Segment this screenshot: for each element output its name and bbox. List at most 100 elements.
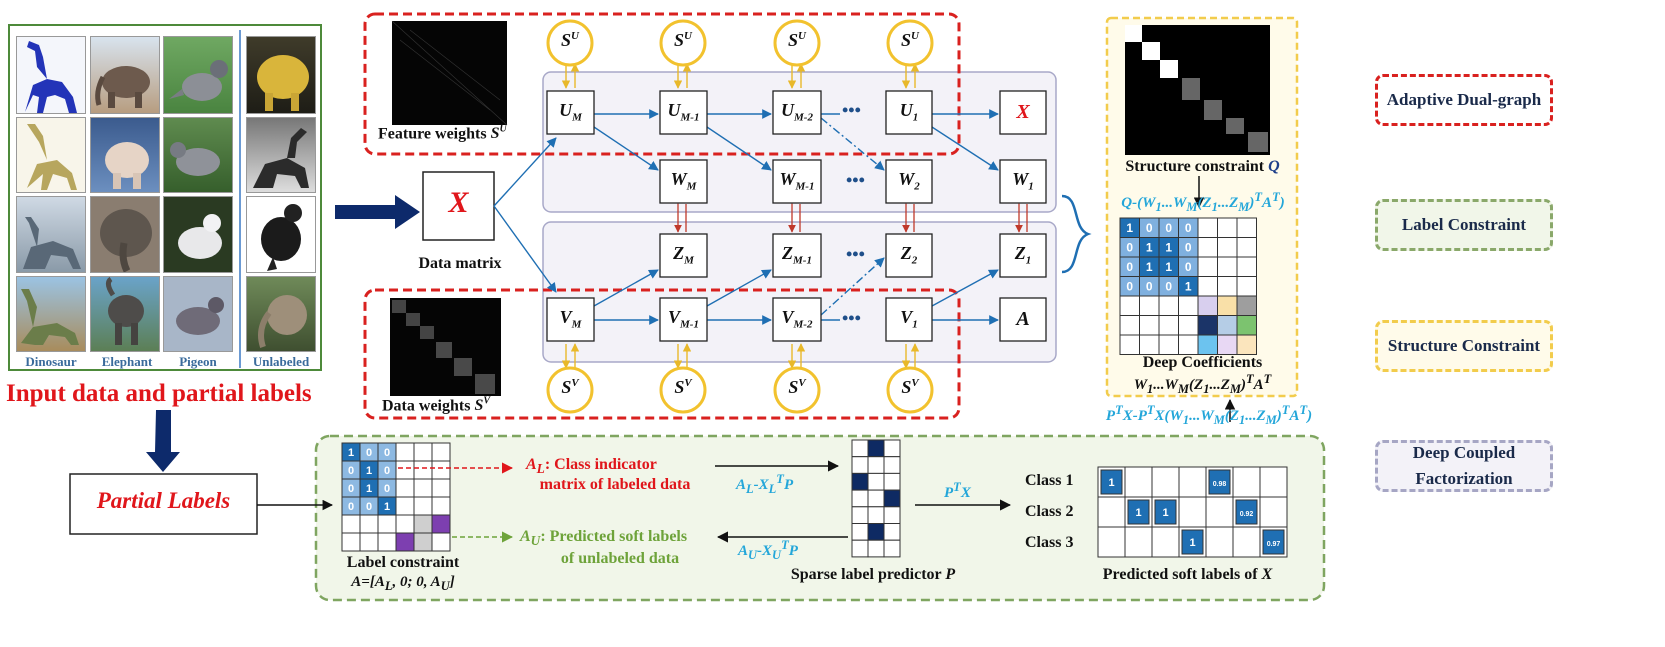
- elephant-photo-2: [90, 117, 160, 193]
- eq-al: AL-XLTP: [736, 472, 794, 496]
- coef-cell: [1217, 237, 1238, 258]
- label-value: 0: [384, 483, 390, 495]
- coef-value: 0: [1126, 241, 1133, 255]
- soft-value: 0.98: [1213, 481, 1227, 488]
- pigeon-photo-3: [163, 196, 233, 273]
- class-2-label: Class 2: [1025, 503, 1074, 520]
- label-cell: [395, 532, 415, 552]
- coef-cell: [1217, 315, 1238, 336]
- partial-labels-box: [69, 473, 258, 535]
- coef-cell: [1139, 334, 1160, 355]
- elephant-photo-4: [90, 276, 160, 352]
- su-node-4: SU: [901, 30, 919, 50]
- label-constraint-formula: A=[AL, 0; 0, AU]: [351, 574, 455, 593]
- predictor-cell: [851, 456, 869, 474]
- caption-unlabeled: Unlabeled: [252, 354, 310, 369]
- pigeon-photo-2: [163, 117, 233, 193]
- coef-cell: [1178, 315, 1199, 336]
- label-cell: [377, 514, 397, 534]
- label-cell: [377, 532, 397, 552]
- dinosaur-photo-4: [16, 276, 86, 352]
- label-value: 0: [348, 483, 354, 495]
- caption-elephant: Elephant: [101, 354, 153, 369]
- label-value: 0: [348, 501, 354, 513]
- predictor-cell: [851, 539, 869, 558]
- coef-value: 0: [1185, 221, 1192, 235]
- soft-cell: [1259, 496, 1288, 528]
- unlabeled-photo-1: [246, 36, 316, 114]
- caption-dinosaur: Dinosaur: [25, 354, 77, 369]
- predictor-cell: [851, 523, 869, 541]
- coef-cell: [1236, 334, 1257, 355]
- dinosaur-photo-3: [16, 196, 86, 273]
- coef-value: 0: [1165, 221, 1172, 235]
- predictor-cell: [883, 439, 901, 458]
- coef-cell: [1158, 295, 1179, 316]
- coef-cell: [1158, 315, 1179, 336]
- soft-value: 1: [1108, 477, 1114, 489]
- dinosaur-photo-2: [16, 117, 86, 193]
- coef-value: 0: [1185, 241, 1192, 255]
- coef-value: 0: [1165, 280, 1172, 294]
- label-cell: [341, 532, 361, 552]
- feature-weights-label: Feature weights SU: [378, 124, 507, 143]
- coef-cell: [1217, 256, 1238, 277]
- u-node-1: U1: [899, 100, 919, 124]
- deep-coefficients-formula: W1...WM(Z1...ZM)TAT: [1133, 372, 1272, 396]
- label-cell: [431, 478, 451, 498]
- eq-au: AU-XUTP: [738, 538, 798, 562]
- label-cell: [359, 514, 379, 534]
- label-cell: [395, 478, 415, 498]
- label-value: 0: [384, 447, 390, 459]
- label-value: 0: [348, 465, 354, 477]
- sv-node-2: SV: [674, 377, 692, 397]
- partial-labels-text: Partial Labels: [96, 488, 231, 513]
- soft-value: 1: [1162, 507, 1168, 519]
- coef-cell: [1197, 315, 1218, 336]
- v-node-M: VM: [559, 307, 582, 331]
- coef-value: 0: [1185, 260, 1192, 274]
- coef-value: 1: [1126, 221, 1133, 235]
- coef-cell: [1197, 295, 1218, 316]
- v-node-M-1: VM-1: [668, 307, 699, 331]
- su-circle-4: [886, 19, 934, 67]
- predictor-cell: [883, 539, 901, 558]
- soft-cell: [1205, 526, 1234, 558]
- feature-weights-image: [392, 21, 507, 125]
- label-cell: [431, 514, 451, 534]
- curly-brace: [1061, 194, 1092, 274]
- soft-cell: [1205, 496, 1234, 528]
- label-value: 1: [366, 483, 372, 495]
- structure-formula: Q-(W1...WM(Z1...ZM)TAT): [1121, 190, 1285, 214]
- label-cell: [413, 442, 433, 462]
- su-node-3: SU: [788, 30, 806, 50]
- output-a: A: [1016, 308, 1030, 330]
- soft-cell-fill: [1127, 499, 1150, 525]
- label-value: 0: [366, 447, 372, 459]
- dinosaur-photo-1: [16, 36, 86, 114]
- soft-cell: [1151, 526, 1180, 558]
- adaptive-graph-top: [363, 12, 961, 156]
- adaptive-graph-bottom: [363, 288, 961, 420]
- soft-cell: [1097, 526, 1126, 558]
- z-node-M-1: ZM-1: [782, 243, 812, 267]
- label-value: 1: [384, 501, 390, 513]
- coef-cell: [1178, 295, 1199, 316]
- coef-value: 0: [1146, 221, 1153, 235]
- soft-labels-title: Predicted soft labels of X: [1102, 566, 1273, 583]
- soft-cell: [1124, 466, 1153, 498]
- soft-cell-fill: [1154, 499, 1177, 525]
- prediction-formula: PTX-PTX(W1...WM(Z1...ZM)TAT): [1105, 403, 1313, 427]
- input-panel-border: [8, 24, 322, 371]
- au-label-line2: of unlabeled data: [560, 550, 680, 567]
- label-cell: [395, 514, 415, 534]
- predictor-cell: [883, 523, 901, 541]
- su-node-2: SU: [674, 30, 692, 50]
- sparse-predictor-grid: [851, 439, 901, 558]
- soft-cell: [1097, 496, 1126, 528]
- predictor-title: Sparse label predictor P: [790, 566, 956, 583]
- input-title: Input data and partial labels: [6, 380, 312, 407]
- predictor-cell: [851, 472, 869, 491]
